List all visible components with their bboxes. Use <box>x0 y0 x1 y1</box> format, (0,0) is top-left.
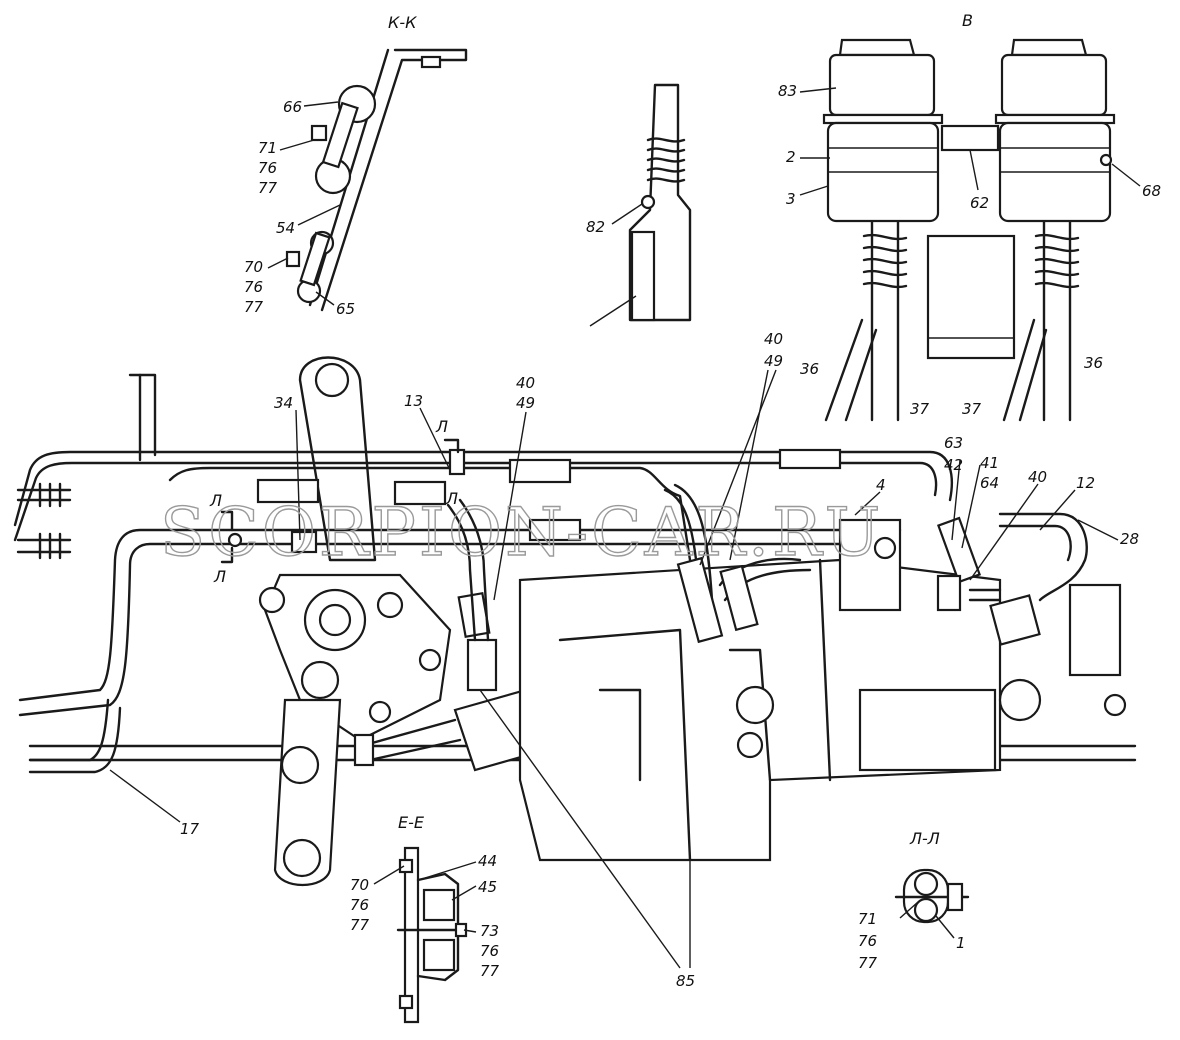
main-assembly <box>13 356 1137 969</box>
label-76-ll: 76 <box>858 932 877 950</box>
section-marker-l-left-bottom: Л <box>213 567 226 586</box>
section-marker-l-left-top: Л <box>209 491 222 510</box>
label-28: 28 <box>1120 530 1139 548</box>
label-77: 77 <box>258 179 278 197</box>
label-85: 85 <box>676 972 695 990</box>
label-17: 17 <box>180 820 200 838</box>
label-42: 42 <box>944 456 963 474</box>
label-37: 37 <box>910 400 930 418</box>
label-54: 54 <box>276 219 295 237</box>
label-66: 66 <box>283 98 302 116</box>
label-45: 45 <box>478 878 497 896</box>
label-77-ee-b: 77 <box>480 962 500 980</box>
label-40: 40 <box>516 374 535 392</box>
label-36-b: 36 <box>1084 354 1103 372</box>
label-77-b: 77 <box>244 298 264 316</box>
label-76-ee-b: 76 <box>480 942 499 960</box>
label-40-b: 40 <box>764 330 783 348</box>
label-77-ll: 77 <box>858 954 878 972</box>
label-70-ee: 70 <box>350 876 369 894</box>
label-41: 41 <box>980 454 999 472</box>
section-ll-title: Л-Л <box>909 829 940 848</box>
label-40-c: 40 <box>1028 468 1047 486</box>
section-marker-l-top: Л <box>435 417 448 436</box>
label-73: 73 <box>480 922 499 940</box>
label-2: 2 <box>786 148 796 166</box>
section-ee-view <box>373 846 477 1024</box>
label-68: 68 <box>1142 182 1161 200</box>
section-ll-view <box>894 868 970 939</box>
label-63: 63 <box>944 434 963 452</box>
label-12: 12 <box>1076 474 1095 492</box>
label-82: 82 <box>586 218 605 236</box>
watermark-text: SCORPION-CAR.RU <box>160 494 883 571</box>
label-71: 71 <box>258 139 277 157</box>
label-49: 49 <box>516 394 535 412</box>
label-65: 65 <box>336 300 355 318</box>
label-76: 76 <box>258 159 277 177</box>
section-kk-view <box>267 48 468 312</box>
label-71-ll: 71 <box>858 910 877 928</box>
label-77-ee: 77 <box>350 916 370 934</box>
label-49-b: 49 <box>764 352 783 370</box>
label-13: 13 <box>404 392 423 410</box>
section-ee-title: Е-Е <box>398 813 425 832</box>
label-76-ee: 76 <box>350 896 369 914</box>
label-76-b: 76 <box>244 278 263 296</box>
label-1: 1 <box>956 934 966 952</box>
label-36: 36 <box>800 360 819 378</box>
label-83: 83 <box>778 82 797 100</box>
label-4: 4 <box>876 476 886 494</box>
label-34: 34 <box>274 394 293 412</box>
view-v-title: В <box>962 11 973 30</box>
label-3: 3 <box>786 190 796 208</box>
section-marker-l-mid: Л <box>445 489 458 508</box>
label-37-b: 37 <box>962 400 982 418</box>
label-70: 70 <box>244 258 263 276</box>
view-v-reservoirs <box>799 38 1141 422</box>
hose-detail <box>589 83 692 327</box>
label-62: 62 <box>970 194 989 212</box>
section-kk-title: К-К <box>388 13 417 32</box>
label-44: 44 <box>478 852 497 870</box>
label-64: 64 <box>980 474 999 492</box>
